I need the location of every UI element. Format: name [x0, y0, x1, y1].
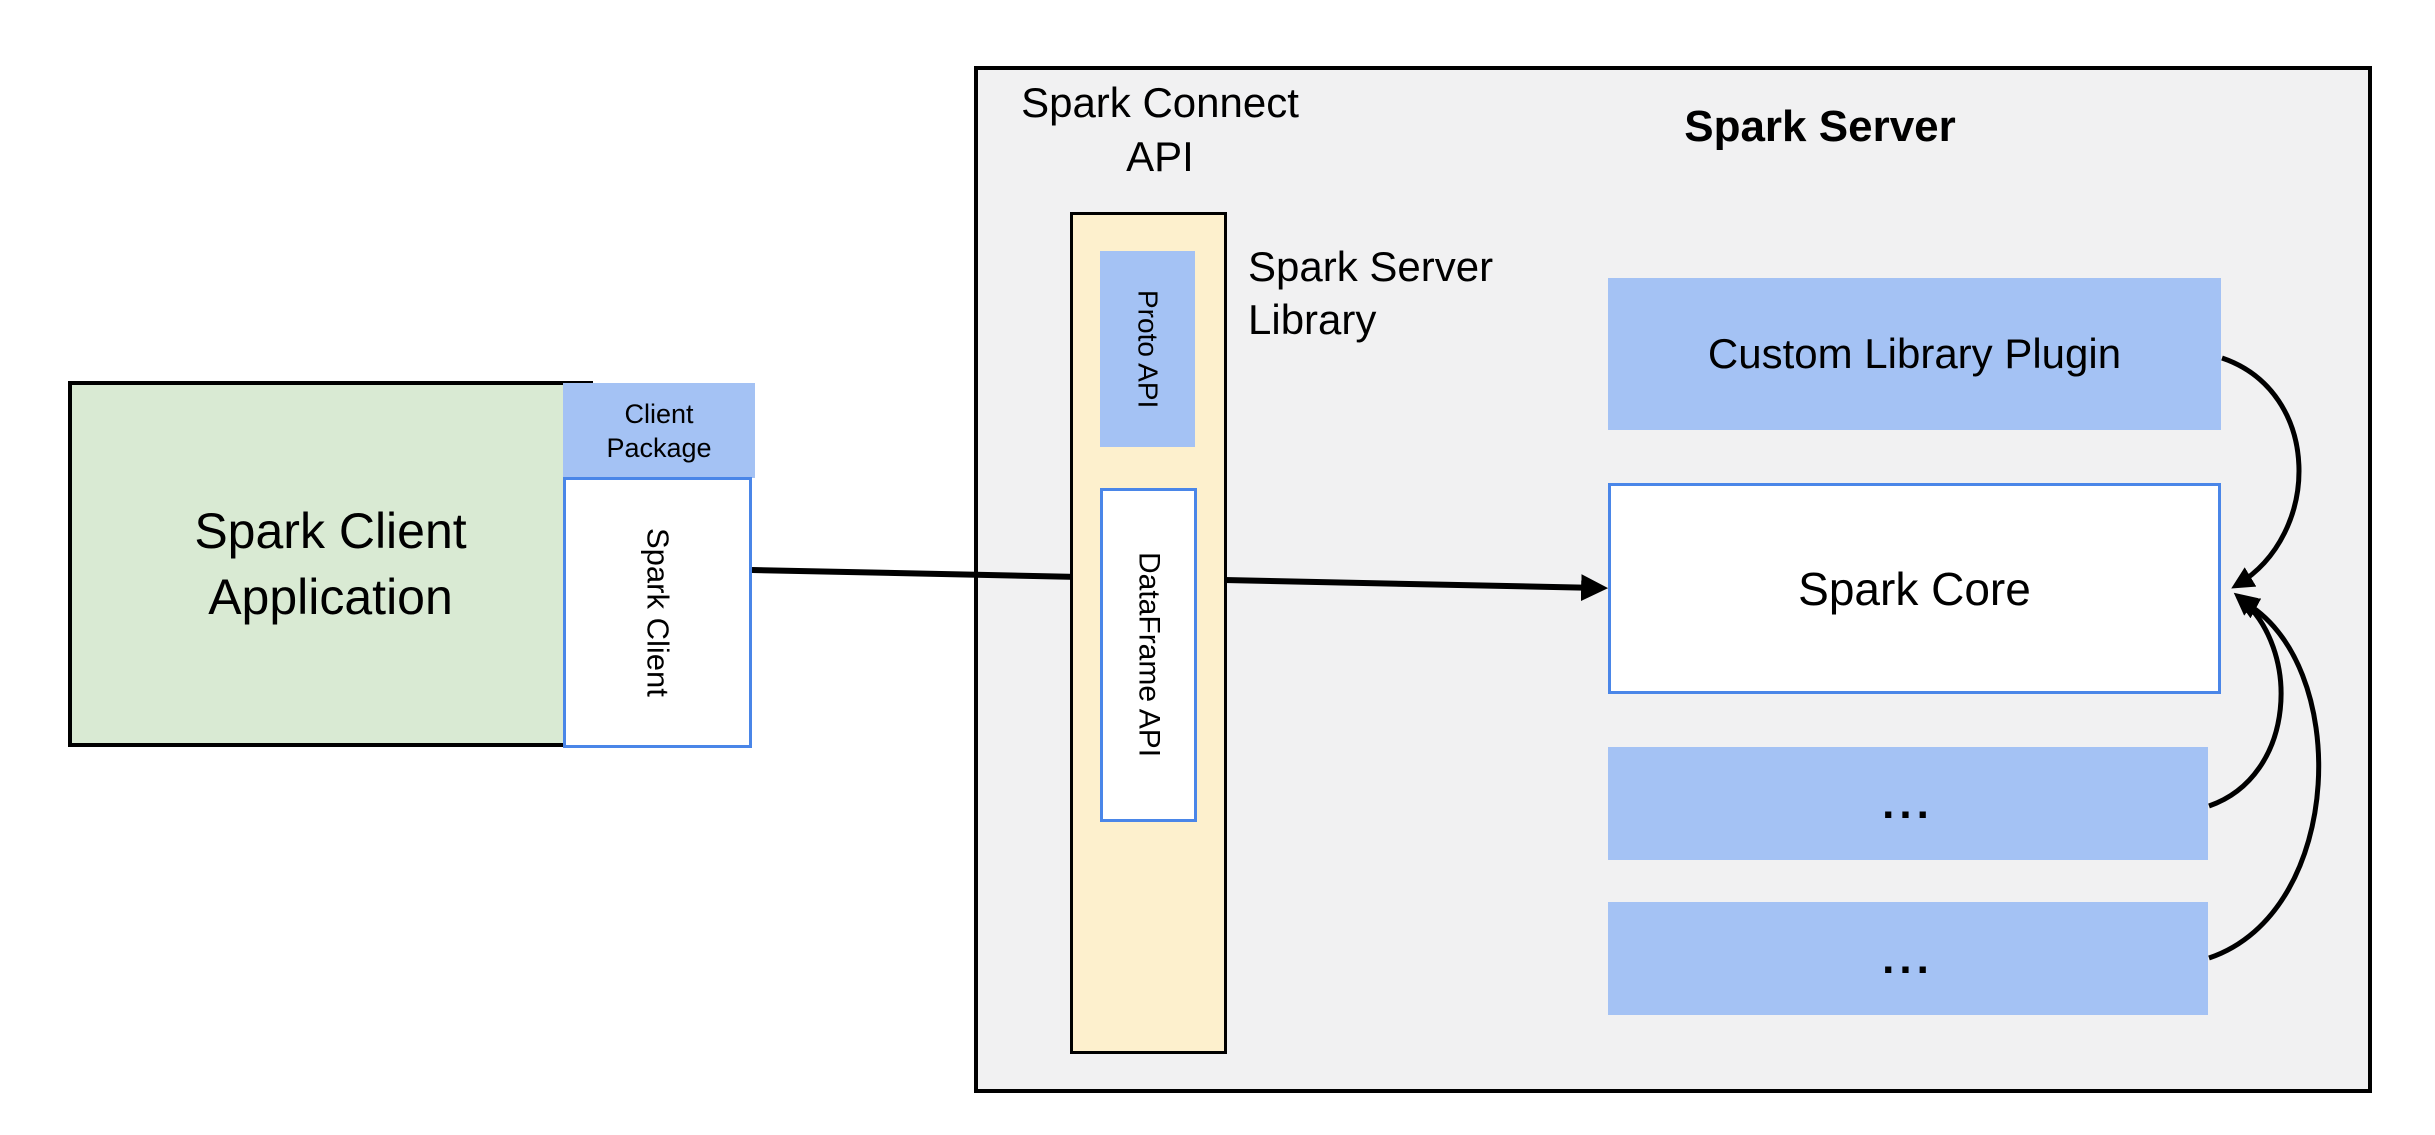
spark-client-application-line1: Spark Client — [194, 503, 467, 559]
spark-client-application-line2: Application — [208, 569, 453, 625]
spark-connect-api-label: Spark Connect API — [980, 76, 1340, 184]
spark-server-title: Spark Server — [1684, 102, 1956, 151]
client-package-box: Client Package — [563, 383, 755, 478]
custom-library-plugin-box: Custom Library Plugin — [1608, 278, 2221, 430]
plugin-placeholder-2-label: ... — [1882, 933, 1934, 983]
spark-client-application-box: Spark Client Application — [68, 381, 593, 747]
spark-connect-api-line2: API — [1126, 133, 1194, 180]
spark-client-label: Spark Client — [640, 528, 676, 697]
plugin-placeholder-box-1: ... — [1608, 747, 2208, 860]
spark-server-library-line1: Spark Server — [1248, 243, 1494, 290]
spark-core-box: Spark Core — [1608, 483, 2221, 694]
spark-server-library-label: Spark Server Library — [1248, 240, 1568, 346]
plugin-placeholder-box-2: ... — [1608, 902, 2208, 1015]
spark-client-box: Spark Client — [563, 477, 752, 748]
custom-library-plugin-label: Custom Library Plugin — [1707, 330, 2122, 377]
client-package-line2: Package — [606, 432, 712, 463]
proto-api-label: Proto API — [1132, 289, 1164, 409]
spark-server-library-line2: Library — [1248, 296, 1377, 343]
spark-client-application-label: Spark Client Application — [194, 498, 466, 630]
client-package-line1: Client — [624, 398, 694, 429]
spark-core-label: Spark Core — [1798, 562, 2031, 615]
dataframe-api-label: DataFrame API — [1132, 552, 1166, 758]
plugin-placeholder-1-label: ... — [1882, 778, 1934, 828]
dataframe-api-box: DataFrame API — [1100, 488, 1197, 822]
proto-api-box: Proto API — [1100, 251, 1195, 447]
spark-connect-api-line1: Spark Connect — [1021, 79, 1299, 126]
client-package-label: Client Package — [606, 397, 711, 465]
